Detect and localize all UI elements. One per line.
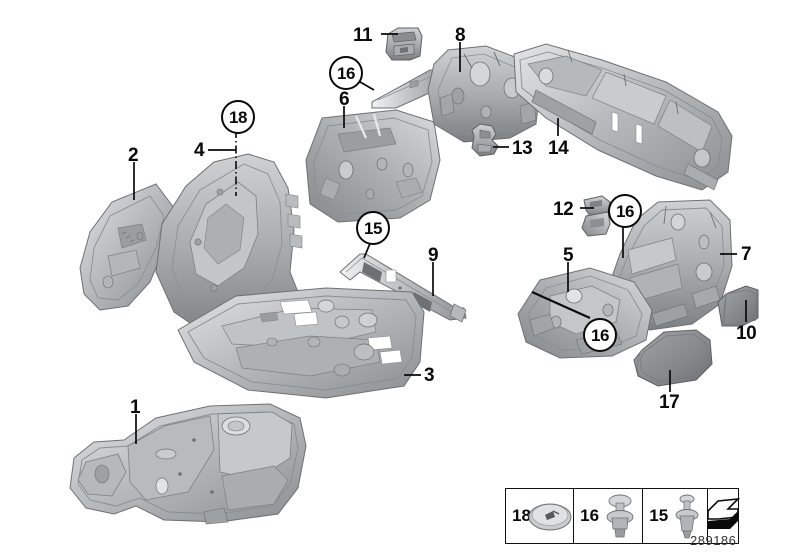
push-pin-clip-icon — [668, 489, 707, 543]
part-11-mounting-block-upper — [384, 26, 424, 62]
part-3-floor-sound-insulation-rear — [176, 286, 426, 402]
part-8-bracket-assembly-rear — [424, 44, 544, 152]
part-13-clip-bracket — [468, 122, 502, 158]
expanding-rivet-icon — [599, 489, 642, 543]
callout-7[interactable]: 7 — [741, 244, 752, 265]
legend-box: 18 16 — [505, 488, 741, 544]
callout-15[interactable]: 15 — [356, 211, 390, 245]
leader-16c — [531, 291, 591, 319]
callout-3[interactable]: 3 — [424, 365, 435, 386]
callout-8[interactable]: 8 — [455, 25, 466, 46]
legend-cell-18[interactable]: 18 — [506, 489, 575, 543]
callout-14[interactable]: 14 — [548, 138, 569, 159]
callout-12[interactable]: 12 — [553, 199, 574, 220]
callout-2[interactable]: 2 — [128, 145, 139, 166]
legend-number-16: 16 — [580, 506, 600, 525]
callout-16-lower[interactable]: 16 — [583, 318, 617, 352]
legend-number-15: 15 — [649, 506, 669, 525]
direction-arrow-icon — [707, 489, 741, 543]
part-10-foam-block-small — [712, 284, 762, 330]
callout-5[interactable]: 5 — [563, 245, 574, 266]
callout-11[interactable]: 11 — [353, 25, 373, 46]
callout-6[interactable]: 6 — [339, 89, 350, 110]
part-9-cross-member-insulation-strip — [338, 246, 468, 324]
part-6-rear-panel-insulation — [304, 108, 444, 226]
part-14-rear-bulkhead-panel — [506, 40, 736, 200]
callout-13[interactable]: 13 — [512, 138, 533, 159]
oval-grommet-plug-icon — [528, 489, 573, 543]
callout-17[interactable]: 17 — [659, 392, 680, 413]
legend-cell-16[interactable]: 16 — [574, 489, 644, 543]
callout-1[interactable]: 1 — [130, 397, 141, 418]
callout-16-right[interactable]: 16 — [608, 194, 642, 228]
callout-10[interactable]: 10 — [736, 323, 757, 344]
callout-4[interactable]: 4 — [194, 140, 205, 161]
callout-16-upper[interactable]: 16 — [329, 56, 363, 90]
callout-9[interactable]: 9 — [428, 245, 439, 266]
part-17-foam-block-large — [630, 328, 716, 390]
legend-number-18: 18 — [512, 506, 531, 525]
legend-cell-direction[interactable] — [707, 489, 741, 543]
part-2-sound-insulation-panel-outer — [78, 182, 188, 312]
callout-18[interactable]: 18 — [221, 100, 255, 134]
part-1-wheel-arch-sound-insulation-left — [60, 396, 310, 526]
diagram-id-number: 289186 — [690, 533, 737, 548]
